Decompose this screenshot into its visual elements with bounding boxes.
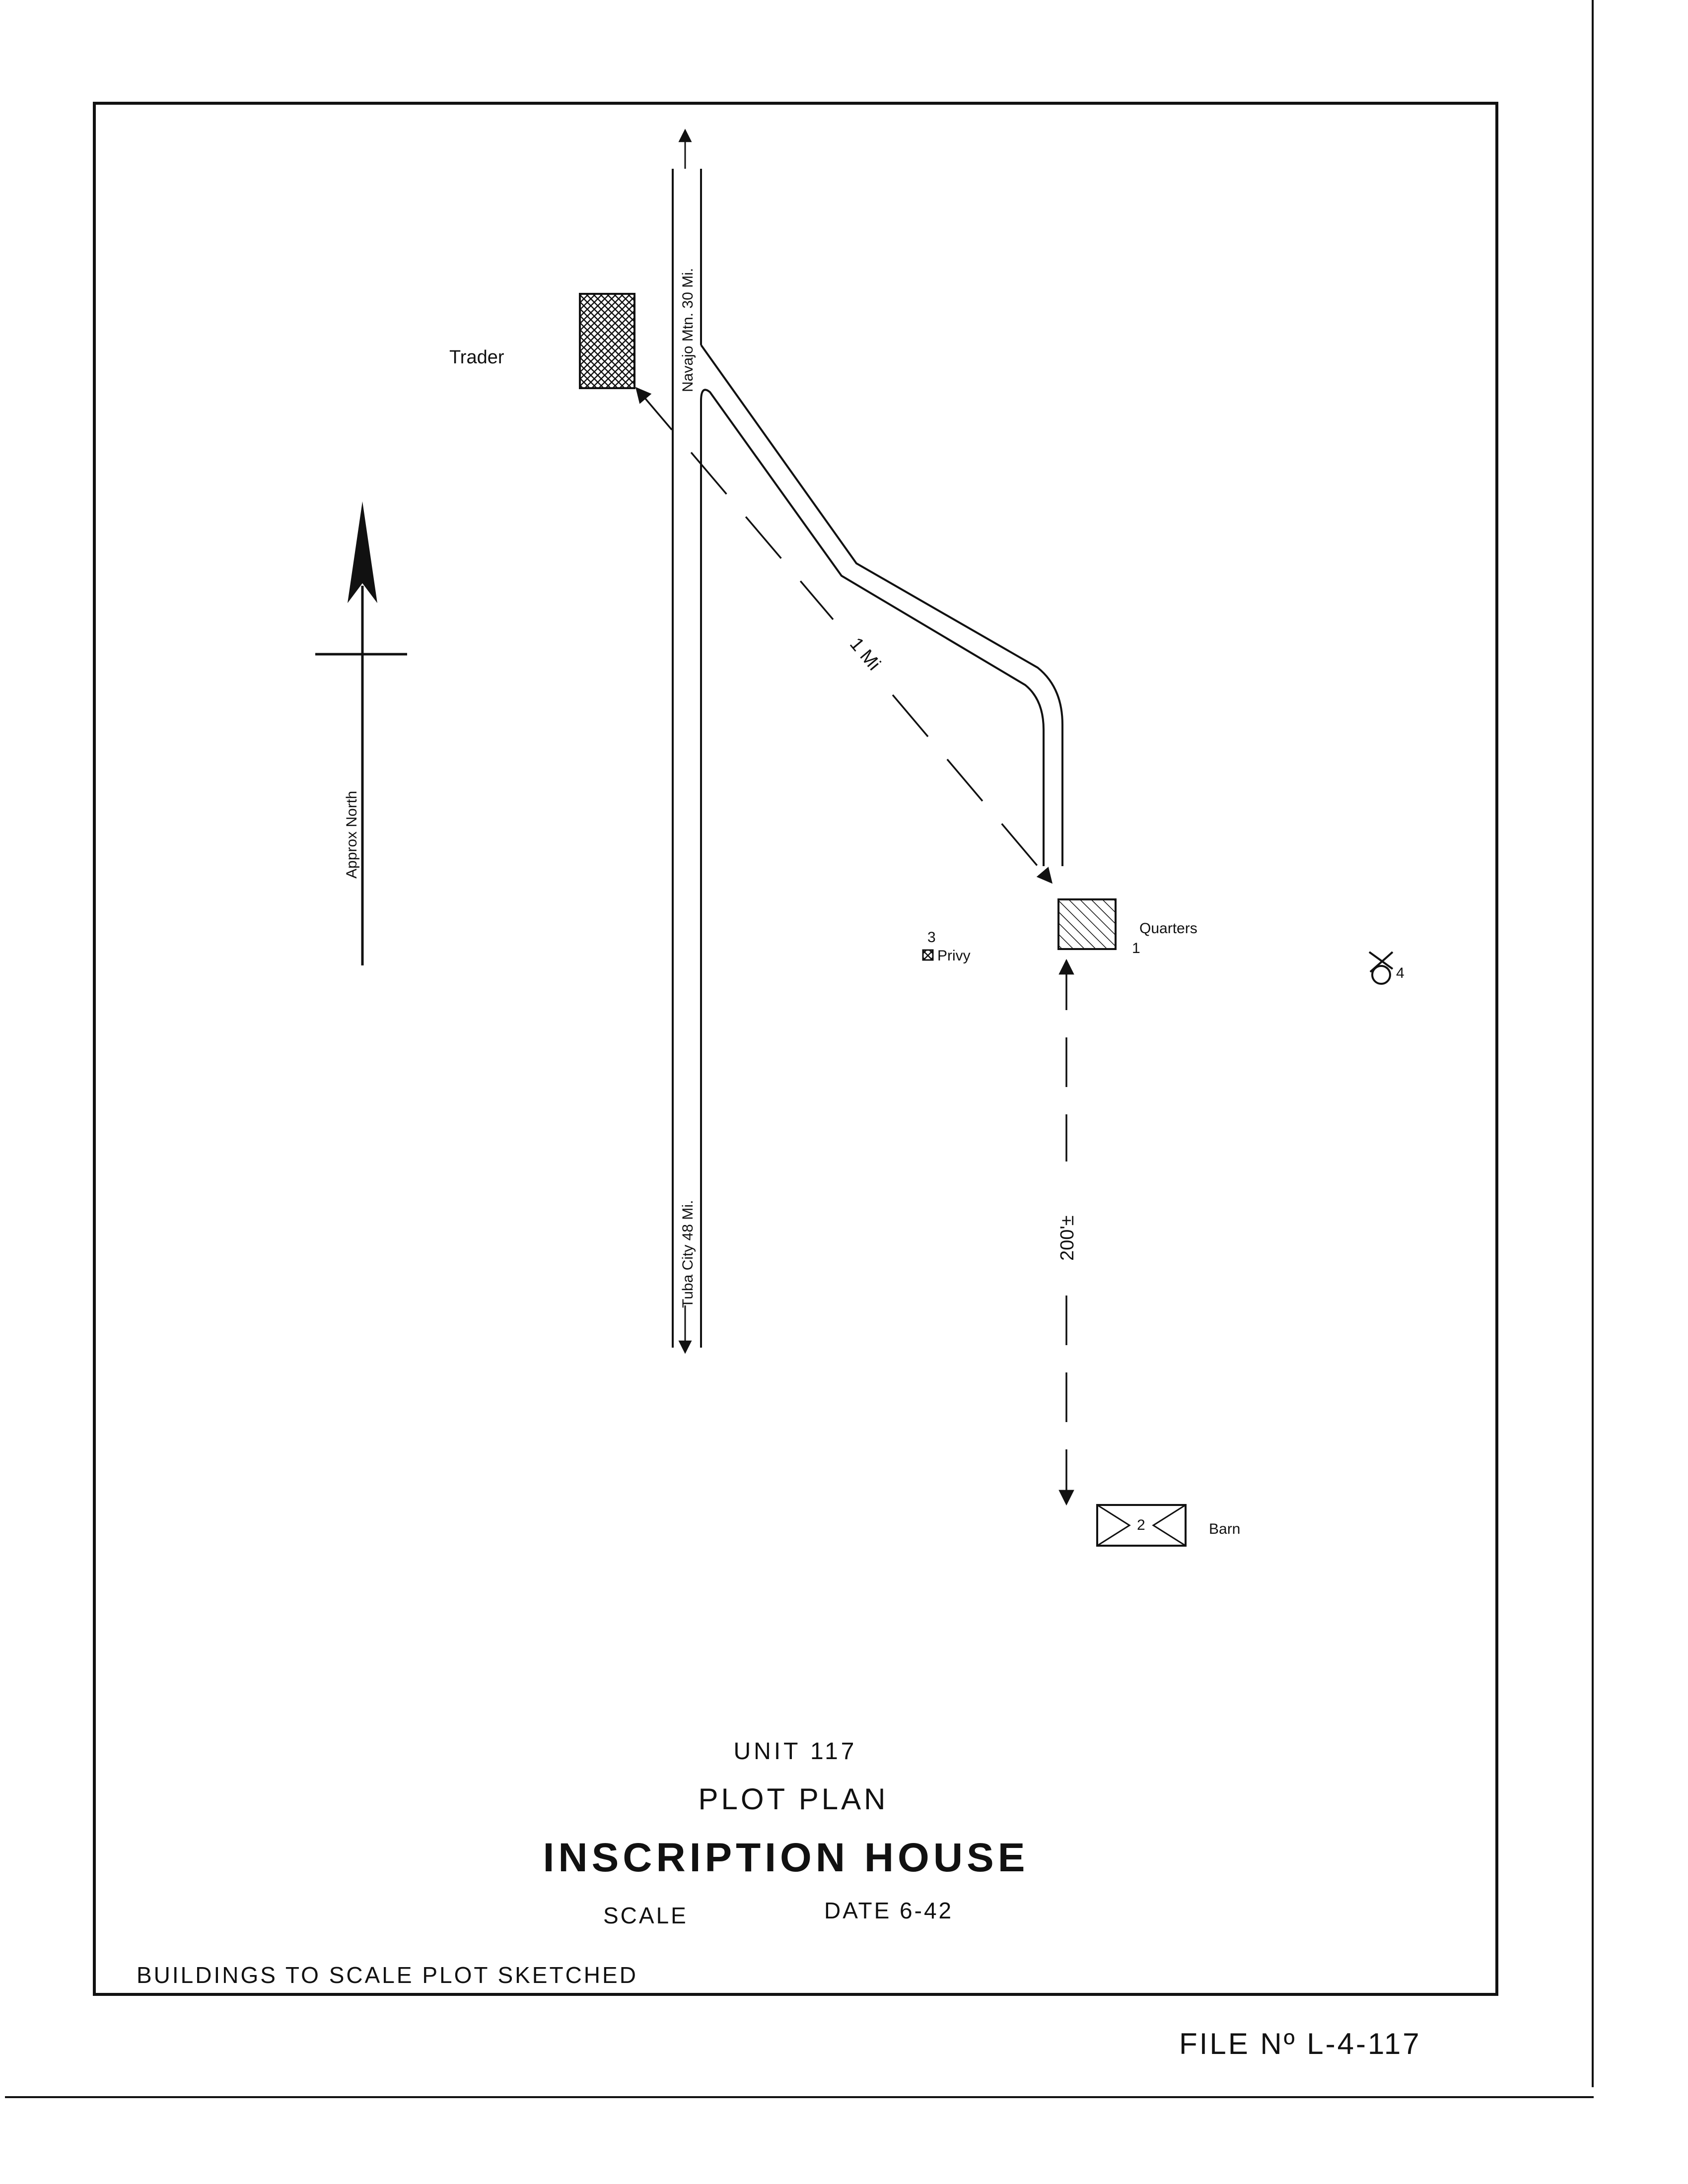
well-number: 4 (1396, 965, 1405, 981)
title-unit: UNIT 117 (734, 1738, 857, 1765)
title-date: DATE 6-42 (824, 1898, 953, 1923)
road-south-label: Tuba City 48 Mi. (680, 1200, 696, 1308)
main-road: Navajo Mtn. 30 Mi. Tuba City 48 Mi. (672, 129, 702, 1354)
privy-label: Privy (937, 948, 971, 964)
barn-number: 2 (1137, 1517, 1145, 1533)
road-north-label: Navajo Mtn. 30 Mi. (680, 268, 696, 392)
title-note: BUILDINGS TO SCALE PLOT SKETCHED (137, 1962, 638, 1988)
trader-distance-label: 1 Mi (845, 634, 884, 675)
quarters-number: 1 (1132, 940, 1140, 956)
barn-building: 2 Barn (1096, 1504, 1240, 1547)
barn-label: Barn (1209, 1521, 1240, 1537)
barn-distance-label: 200'± (1057, 1215, 1078, 1261)
title-scale: SCALE (603, 1903, 688, 1928)
north-label: Approx North (344, 791, 360, 879)
title-plan: PLOT PLAN (698, 1782, 888, 1816)
quarters-label: Quarters (1139, 920, 1197, 937)
well-symbol: 4 (1368, 951, 1405, 985)
trader-building: Trader (449, 293, 635, 389)
drawing-border (93, 102, 1498, 1996)
trader-label: Trader (449, 347, 504, 368)
branch-road (700, 344, 1063, 866)
title-block: UNIT 117 PLOT PLAN INSCRIPTION HOUSE SCA… (137, 1738, 1029, 1988)
barn-distance: 200'± (1057, 958, 1078, 1506)
privy-number: 3 (927, 929, 936, 946)
quarters-building: Quarters 1 (1057, 898, 1197, 956)
file-number: FILE Nº L-4-117 (1179, 2027, 1421, 2060)
trader-distance: 1 Mi (635, 387, 1053, 884)
privy-building: 3 Privy (922, 929, 971, 964)
north-arrow: Approx North (315, 501, 407, 965)
title-name: INSCRIPTION HOUSE (543, 1835, 1029, 1880)
